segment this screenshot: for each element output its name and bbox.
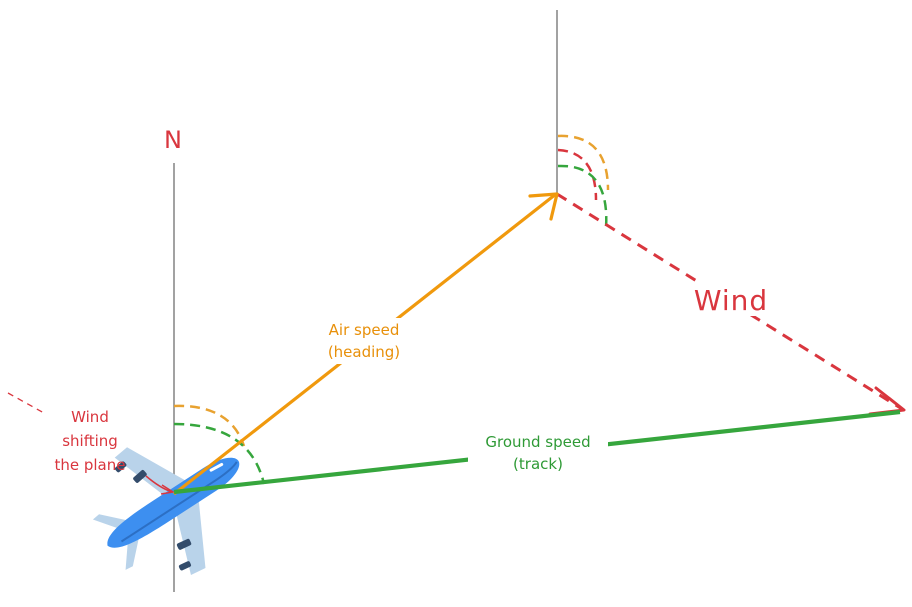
wind-shift-label-1: Wind [71,408,109,426]
ground-speed-label: Ground speed [485,433,590,451]
wind-shift-line [7,392,45,414]
tip-heading-arc [557,134,610,191]
wind-shift-label-2: shifting [62,432,118,450]
north-label: N [164,126,182,154]
wind-shift-label-3: the plane [54,456,125,474]
wind-shift-pointer-head [160,484,176,495]
air-speed-arrowhead [528,192,559,221]
heading-angle-arc [173,404,246,447]
air-speed-label: Air speed [329,321,400,339]
ground-speed-sublabel: (track) [513,455,563,473]
air-speed-sublabel: (heading) [328,343,400,361]
airplane-icon [92,447,240,576]
wind-label: Wind [694,284,768,317]
wind-vector [556,192,903,411]
tip-wind-arc [557,148,598,201]
track-angle-arc [173,422,266,485]
wind-shift-pointer [145,475,173,493]
